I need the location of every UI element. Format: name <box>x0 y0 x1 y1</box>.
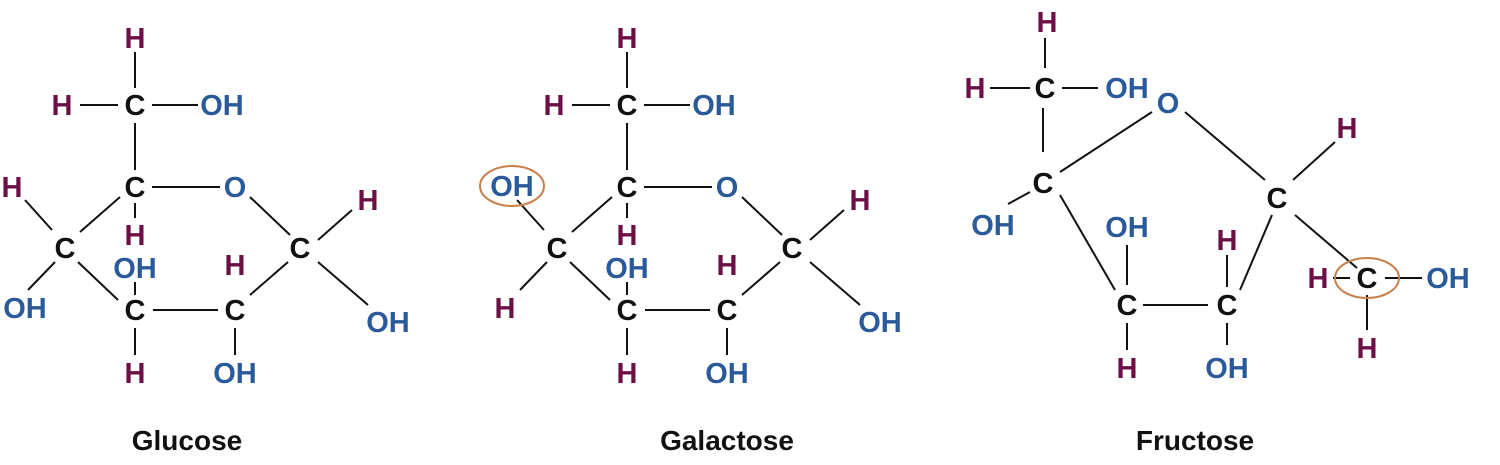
atom-c: C <box>225 295 246 327</box>
bond <box>79 196 121 233</box>
bond <box>317 261 369 306</box>
atom-h: H <box>2 172 23 204</box>
bond <box>519 261 548 291</box>
atom-h: H <box>617 358 638 390</box>
bond <box>249 261 289 296</box>
atom-oh: OH <box>858 307 902 339</box>
atom-h: H <box>965 73 986 105</box>
atom-h: H <box>125 358 146 390</box>
atom-oh: OH <box>1205 353 1249 385</box>
atom-h: H <box>617 23 638 55</box>
atom-c: C <box>55 233 76 265</box>
atom-h: H <box>52 90 73 122</box>
atom-c: C <box>547 233 568 265</box>
atom-c: C <box>125 295 146 327</box>
atom-oh: OH <box>200 90 244 122</box>
bond <box>1007 191 1031 205</box>
atom-h: H <box>850 185 871 217</box>
atom-h: H <box>717 250 738 282</box>
atom-oh: OH <box>366 307 410 339</box>
bond <box>1294 214 1358 269</box>
atom-c: C <box>717 295 738 327</box>
atom-c: C <box>617 295 638 327</box>
bond <box>27 261 56 291</box>
atom-oh: OH <box>1105 212 1149 244</box>
atom-oh: OH <box>692 90 736 122</box>
bond <box>249 196 291 236</box>
bond <box>317 209 353 241</box>
bond <box>24 199 53 231</box>
atom-h: H <box>125 220 146 252</box>
bond <box>809 209 845 241</box>
atom-o: O <box>1157 88 1180 120</box>
molecule-name: Galactose <box>660 425 794 456</box>
atom-h: H <box>1117 353 1138 385</box>
atom-c: C <box>1267 183 1288 215</box>
molecule-name: Glucose <box>132 425 242 456</box>
atom-oh: OH <box>113 253 157 285</box>
atom-h: H <box>1037 7 1058 39</box>
molecule-name: Fructose <box>1136 425 1254 456</box>
atom-oh: OH <box>1426 263 1470 295</box>
atom-c: C <box>1117 290 1138 322</box>
atom-h: H <box>495 293 516 325</box>
atom-c: C <box>125 172 146 204</box>
atom-oh: OH <box>3 293 47 325</box>
atom-c: C <box>782 233 803 265</box>
bond <box>1184 111 1266 181</box>
atom-oh: OH <box>705 358 749 390</box>
bond <box>1292 141 1336 181</box>
bond <box>1059 111 1153 173</box>
atom-o: O <box>716 172 739 204</box>
atom-h: H <box>225 250 246 282</box>
atom-h: H <box>358 185 379 217</box>
bond <box>1059 194 1116 291</box>
atom-c: C <box>617 172 638 204</box>
atom-c: C <box>617 90 638 122</box>
bond <box>741 261 781 296</box>
bond <box>569 261 611 301</box>
atom-c: C <box>125 90 146 122</box>
bond <box>741 196 783 236</box>
bond <box>77 261 119 301</box>
atom-c: C <box>1357 263 1378 295</box>
atom-oh: OH <box>213 358 257 390</box>
atom-c: C <box>1033 168 1054 200</box>
atom-h: H <box>1217 225 1238 257</box>
highlight-ellipse <box>479 165 545 207</box>
bond <box>571 196 613 233</box>
atom-oh: OH <box>1105 73 1149 105</box>
atom-h: H <box>1357 333 1378 365</box>
atom-h: H <box>1337 113 1358 145</box>
atom-h: H <box>617 220 638 252</box>
bond <box>809 261 861 306</box>
atom-c: C <box>1035 73 1056 105</box>
atom-h: H <box>1308 263 1329 295</box>
atom-oh: OH <box>490 171 534 203</box>
atom-oh: OH <box>971 210 1015 242</box>
atom-h: H <box>125 23 146 55</box>
atom-c: C <box>290 233 311 265</box>
atom-oh: OH <box>605 253 649 285</box>
atom-c: C <box>1217 290 1238 322</box>
atom-h: H <box>544 90 565 122</box>
atom-o: O <box>224 172 247 204</box>
highlight-ellipse <box>1334 257 1400 299</box>
bond <box>1239 214 1273 291</box>
